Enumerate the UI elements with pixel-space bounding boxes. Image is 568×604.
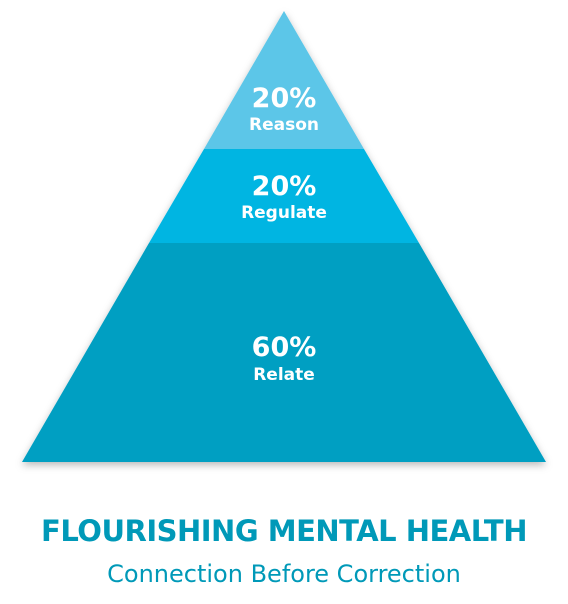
tier-top-label: Reason bbox=[249, 115, 319, 135]
pyramid-diagram: 20% Reason 20% Regulate 60% Relate bbox=[22, 11, 546, 462]
tier-top-percent: 20% bbox=[252, 83, 317, 114]
tier-middle-percent: 20% bbox=[252, 171, 317, 202]
pyramid-tier-bottom bbox=[22, 243, 546, 462]
tier-bottom-percent: 60% bbox=[252, 332, 317, 363]
pyramid-tier-middle bbox=[149, 149, 419, 243]
pyramid-tier-top bbox=[204, 11, 364, 149]
tier-bottom-label: Relate bbox=[253, 365, 315, 385]
tier-middle-label: Regulate bbox=[241, 203, 327, 223]
caption-title: FLOURISHING MENTAL HEALTH bbox=[41, 514, 527, 548]
caption-subtitle: Connection Before Correction bbox=[107, 560, 461, 588]
